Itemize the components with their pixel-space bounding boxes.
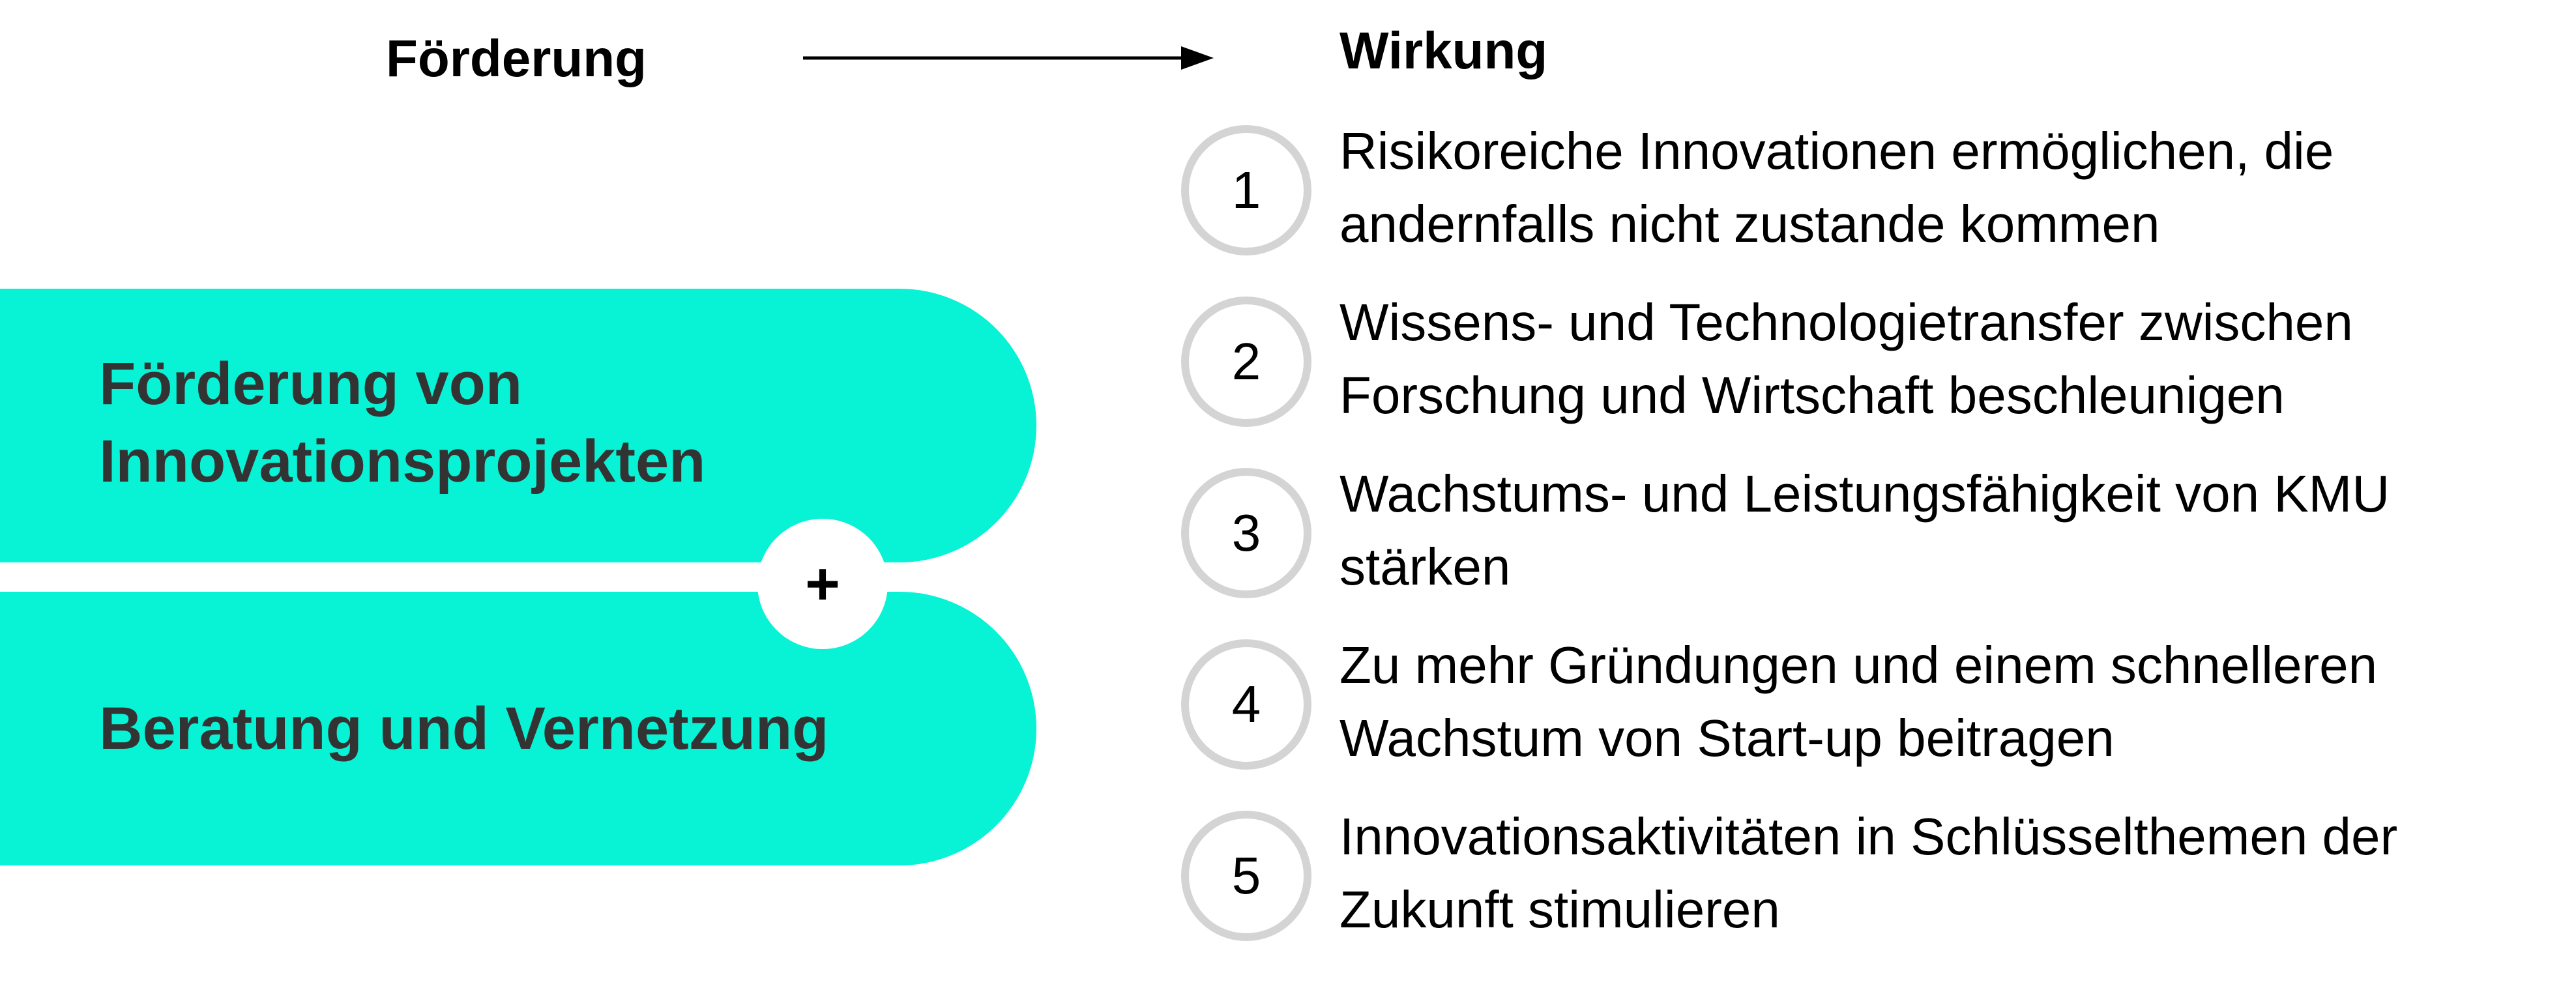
effect-text: Innovationsaktivitäten in Schlüsseltheme… — [1339, 807, 2398, 938]
arrow-right-icon — [803, 46, 1214, 70]
plus-connector: + — [757, 519, 888, 649]
effect-number-badge: 4 — [1181, 639, 1311, 770]
effect-item-4: 4 Zu mehr Gründungen und einem schneller… — [1181, 636, 2550, 770]
instrument-label: Beratung und Vernetzung — [99, 695, 829, 762]
header-foerderung: Förderung — [386, 29, 647, 87]
effect-number-badge: 1 — [1181, 125, 1311, 255]
instrument-label: Förderung von Innovationsprojekten — [99, 351, 706, 495]
effect-item-2: 2 Wissens- und Technologietransfer zwisc… — [1181, 293, 2550, 427]
plus-icon: + — [805, 550, 840, 617]
effect-number-badge: 5 — [1181, 811, 1311, 941]
effect-text: Wissens- und Technologietransfer zwische… — [1339, 293, 2353, 424]
header-wirkung: Wirkung — [1339, 22, 1548, 80]
effect-item-1: 1 Risikoreiche Innovationen ermöglichen,… — [1181, 122, 2550, 255]
instrument-pill-innovation-projects: Förderung von Innovationsprojekten — [0, 289, 1036, 562]
effect-text: Zu mehr Gründungen und einem schnelleren… — [1339, 636, 2378, 767]
effect-number-badge: 3 — [1181, 468, 1311, 598]
effect-text: Risikoreiche Innovationen ermöglichen, d… — [1339, 122, 2334, 253]
instrument-pill-advice-networking: Beratung und Vernetzung — [0, 592, 1036, 865]
effect-item-3: 3 Wachstums- und Leistungsfähigkeit von … — [1181, 465, 2550, 598]
effect-text: Wachstums- und Leistungsfähigkeit von KM… — [1339, 465, 2390, 596]
effect-item-5: 5 Innovationsaktivitäten in Schlüsselthe… — [1181, 807, 2550, 941]
effect-number-badge: 2 — [1181, 297, 1311, 427]
